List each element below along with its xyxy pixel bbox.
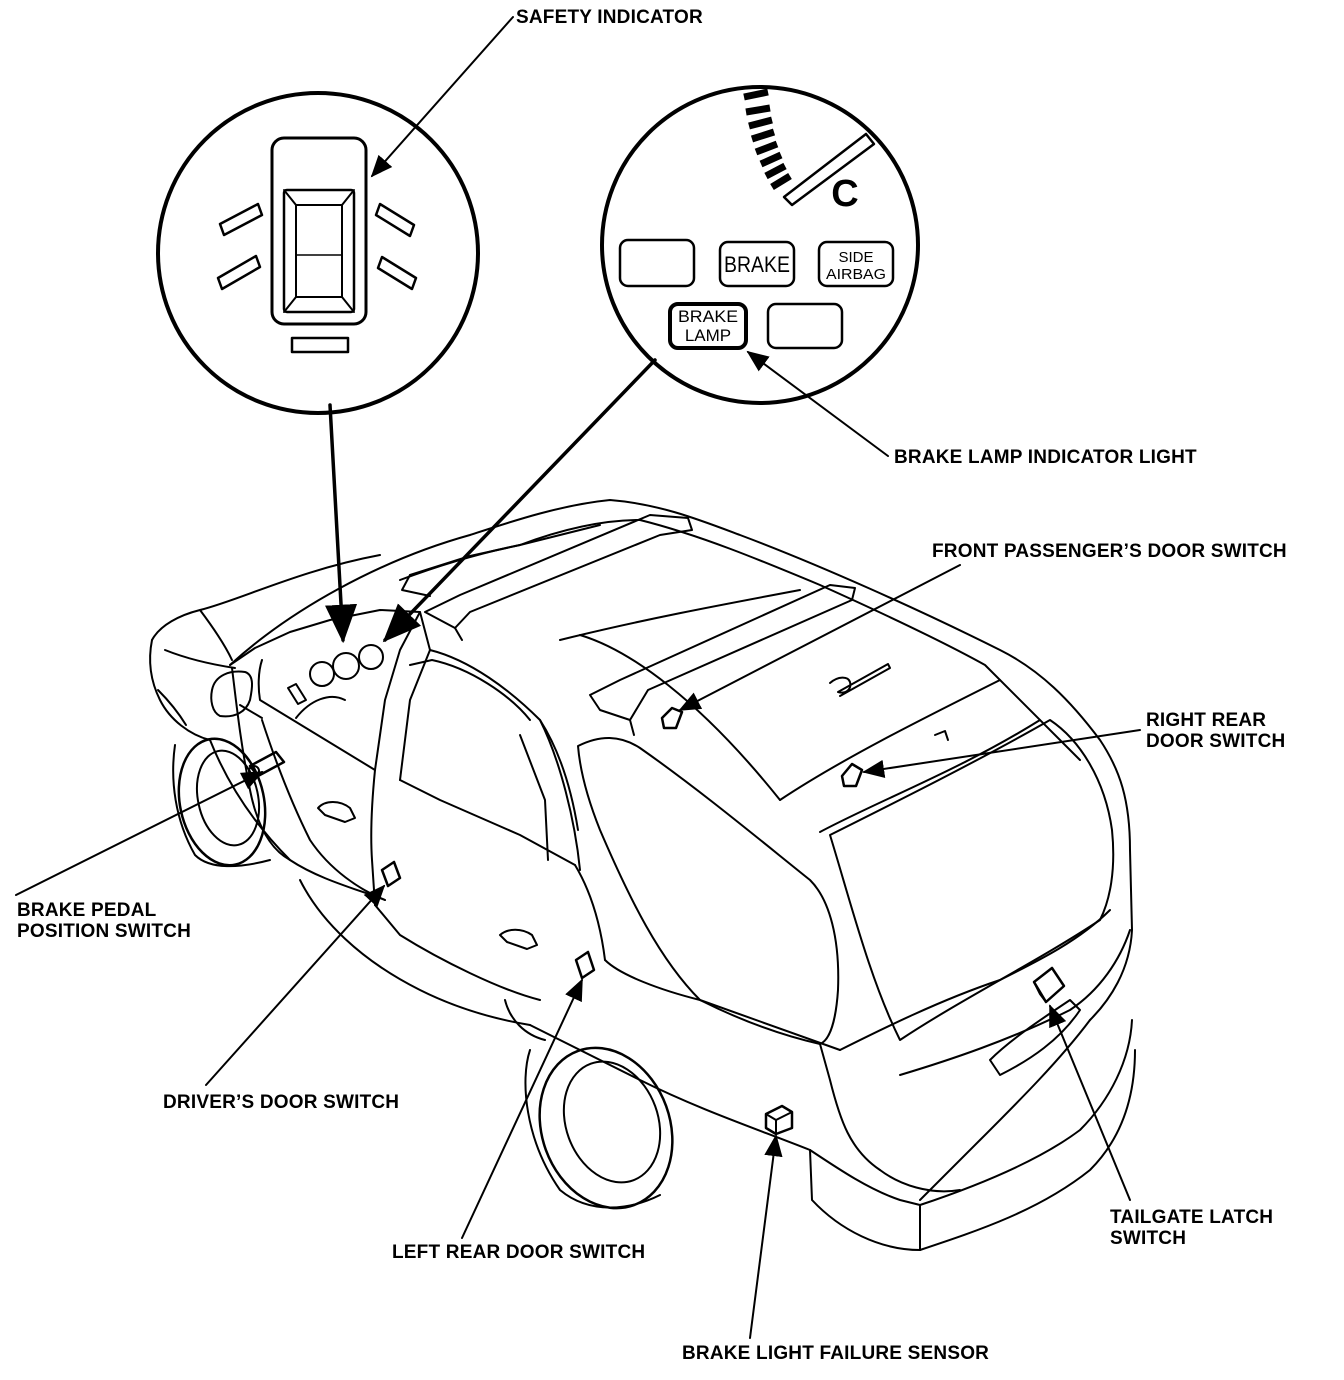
- leader-safety-indicator: [370, 16, 514, 178]
- label-brake-light-failure-sensor: BRAKE LIGHT FAILURE SENSOR: [682, 1343, 990, 1364]
- label-drivers-door-switch: DRIVER’S DOOR SWITCH: [163, 1092, 400, 1113]
- brake-light-failure-sensor-part: [764, 1104, 794, 1136]
- front-passenger-door-switch-part: [660, 706, 684, 730]
- brake-pedal-position-switch-part: [248, 750, 286, 778]
- leader-left-rear-door: [461, 978, 583, 1239]
- gauge-panel-labels: C BRAKE SIDE AIRBAG BRAKE LAMP: [678, 173, 886, 345]
- brake-indicator-label: BRAKE: [724, 252, 790, 277]
- leader-brake-light-failure: [749, 1134, 783, 1339]
- right-rear-door-switch-part: [840, 762, 864, 788]
- left-rear-door-switch-part: [574, 950, 596, 980]
- label-brake-pedal-position-switch-line1: BRAKE PEDAL: [17, 900, 157, 921]
- label-safety-indicator: SAFETY INDICATOR: [516, 7, 703, 28]
- leader-brake-pedal-position: [15, 771, 264, 896]
- leader-lines: [15, 16, 1141, 1339]
- drivers-door-switch-part: [380, 860, 402, 888]
- label-front-passenger-door-switch: FRONT PASSENGER’S DOOR SWITCH: [932, 541, 1287, 562]
- vehicle-outline: [149, 499, 1136, 1251]
- label-brake-lamp-indicator-light: BRAKE LAMP INDICATOR LIGHT: [894, 447, 1197, 468]
- leader-right-rear-door: [862, 729, 1141, 779]
- gauge-panel-inset: [600, 85, 920, 405]
- label-tailgate-latch-switch-line1: TAILGATE LATCH: [1110, 1207, 1274, 1228]
- label-right-rear-door-switch-line1: RIGHT REAR: [1146, 710, 1267, 731]
- label-left-rear-door-switch: LEFT REAR DOOR SWITCH: [392, 1242, 646, 1263]
- label-brake-pedal-position-switch-line2: POSITION SWITCH: [17, 921, 191, 942]
- label-tailgate-latch-switch-line2: SWITCH: [1110, 1228, 1187, 1249]
- brake-lamp-label-line2: LAMP: [685, 326, 731, 345]
- label-tailgate-latch-switch: TAILGATE LATCH SWITCH: [1110, 1207, 1273, 1249]
- leader-gauge-to-dash: [382, 358, 657, 643]
- gauge-letter: C: [831, 173, 858, 215]
- side-airbag-label-line1: SIDE: [838, 249, 873, 266]
- label-brake-pedal-position-switch: BRAKE PEDAL POSITION SWITCH: [17, 900, 191, 942]
- brake-lamp-label-line1: BRAKE: [678, 307, 738, 326]
- leader-brake-lamp-indicator: [746, 350, 889, 457]
- label-right-rear-door-switch-line2: DOOR SWITCH: [1146, 731, 1286, 752]
- leader-drivers-door: [205, 884, 386, 1086]
- tailgate-latch-switch-part: [1032, 966, 1066, 1004]
- side-airbag-label-line2: AIRBAG: [826, 266, 886, 283]
- label-right-rear-door-switch: RIGHT REAR DOOR SWITCH: [1146, 710, 1285, 752]
- leader-front-passenger-door: [678, 564, 961, 711]
- leader-tailgate-latch: [1049, 1004, 1131, 1201]
- leader-safety-to-dash: [325, 403, 358, 644]
- safety-indicator-inset: [156, 91, 480, 415]
